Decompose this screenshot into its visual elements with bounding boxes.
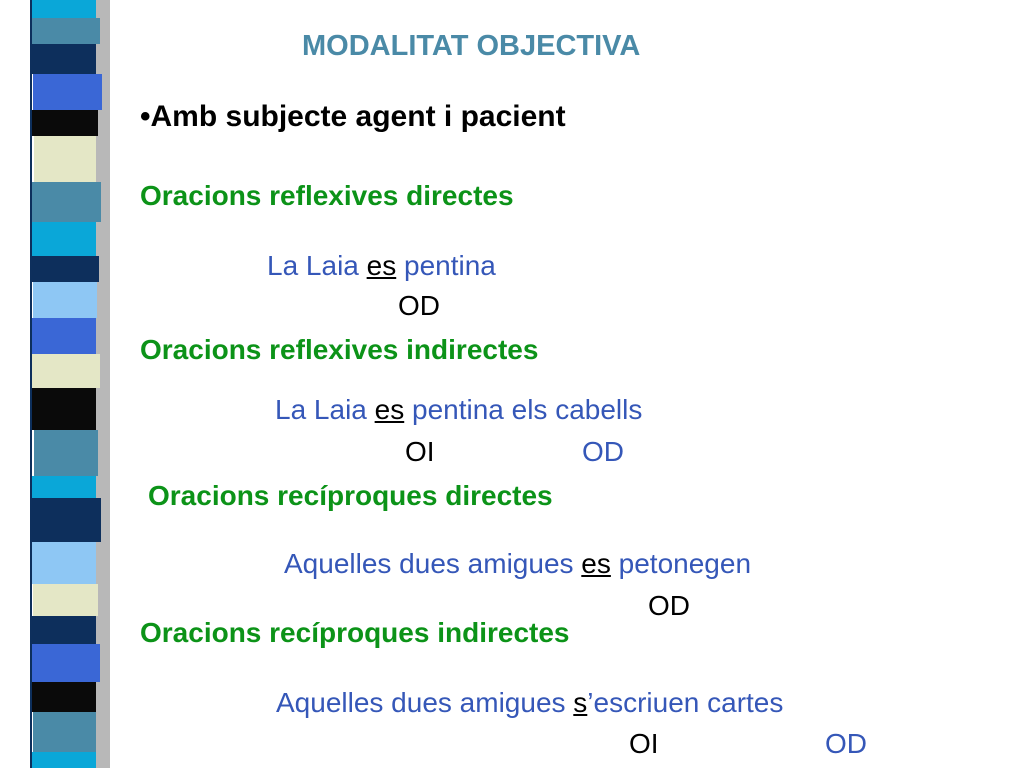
decorative-left-strip bbox=[30, 0, 110, 768]
strip-band bbox=[30, 110, 98, 136]
example-reflexive-direct: La Laia es pentina bbox=[267, 250, 496, 282]
heading-reflexive-indirect: Oracions reflexives indirectes bbox=[140, 334, 539, 365]
pronoun: es bbox=[366, 250, 397, 281]
strip-band bbox=[30, 616, 96, 644]
bullet-point: •Amb subjecte agent i pacient bbox=[140, 100, 566, 133]
example-reflexive-indirect: La Laia es pentina els cabells bbox=[275, 394, 642, 426]
strip-band bbox=[32, 222, 96, 256]
example-text-post: pentina els cabells bbox=[404, 394, 643, 425]
pronoun: es bbox=[374, 394, 405, 425]
pronoun: s bbox=[573, 687, 588, 718]
strip-band bbox=[30, 44, 96, 74]
strip-band bbox=[34, 136, 96, 182]
slide-title: MODALITAT OBJECTIVA bbox=[302, 30, 641, 62]
heading-reflexive-direct: Oracions reflexives directes bbox=[140, 180, 514, 211]
strip-band bbox=[32, 644, 100, 682]
strip-band bbox=[32, 354, 100, 388]
strip-edge bbox=[30, 0, 32, 768]
strip-band bbox=[33, 584, 98, 616]
function-label-od: OD bbox=[825, 728, 867, 759]
strip-band bbox=[30, 318, 96, 354]
strip-band bbox=[30, 682, 96, 712]
function-label-od: OD bbox=[398, 290, 440, 321]
heading-reciprocal-direct: Oracions recíproques directes bbox=[148, 480, 553, 511]
example-reciprocal-indirect: Aquelles dues amigues s’escriuen cartes bbox=[276, 687, 783, 719]
example-text-post: pentina bbox=[396, 250, 496, 281]
strip-band bbox=[30, 476, 96, 498]
strip-band bbox=[32, 18, 100, 44]
pronoun: es bbox=[581, 548, 611, 579]
strip-band bbox=[30, 542, 96, 584]
example-text-pre: Aquelles dues amigues bbox=[276, 687, 574, 718]
strip-band bbox=[30, 388, 96, 430]
strip-band bbox=[32, 498, 101, 542]
function-label-od: OD bbox=[648, 590, 690, 621]
strip-band bbox=[33, 74, 102, 110]
example-reciprocal-direct: Aquelles dues amigues es petonegen bbox=[284, 548, 751, 580]
function-label-od: OD bbox=[582, 436, 624, 467]
function-label-oi: OI bbox=[405, 436, 435, 467]
strip-band bbox=[30, 752, 96, 768]
example-text-post: petonegen bbox=[610, 548, 752, 579]
strip-band bbox=[33, 712, 96, 752]
example-text-pre: La Laia bbox=[267, 250, 367, 281]
function-label-oi: OI bbox=[629, 728, 659, 759]
strip-band bbox=[30, 182, 101, 222]
example-text-post: ’escriuen cartes bbox=[587, 687, 784, 718]
example-text-pre: Aquelles dues amigues bbox=[284, 548, 582, 579]
strip-band bbox=[33, 282, 97, 318]
heading-reciprocal-indirect: Oracions recíproques indirectes bbox=[140, 617, 570, 648]
strip-band bbox=[30, 0, 96, 18]
example-text-pre: La Laia bbox=[275, 394, 375, 425]
strip-band bbox=[34, 430, 98, 476]
strip-band bbox=[30, 256, 99, 282]
